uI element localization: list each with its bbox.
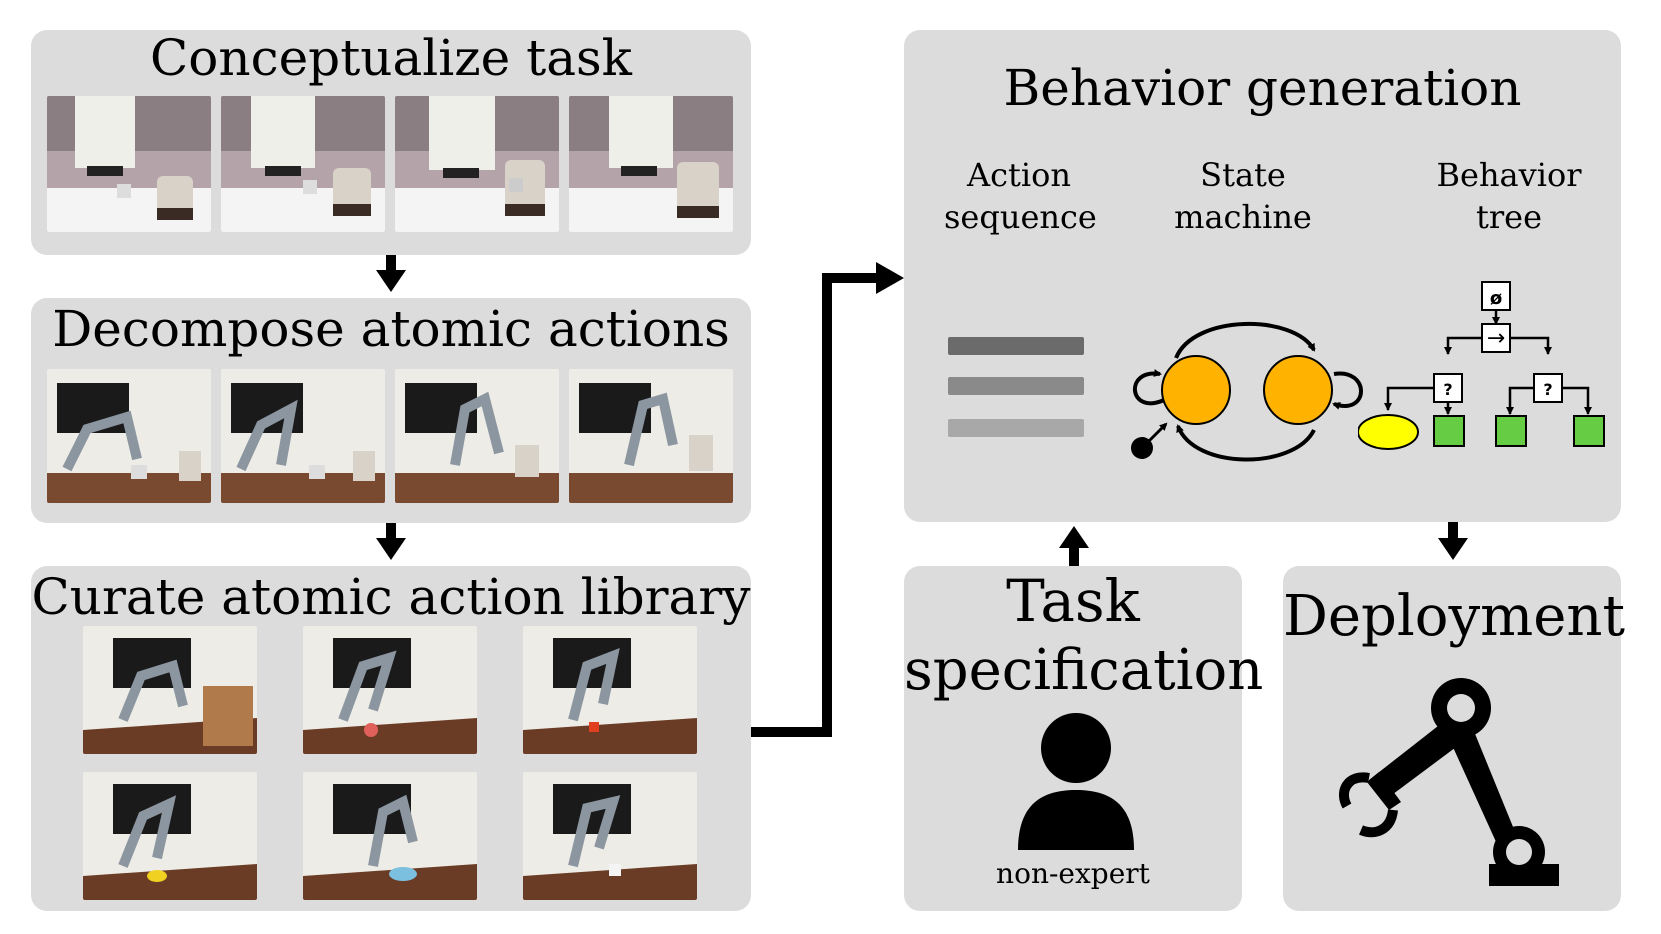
arrow-library-to-behavior (751, 273, 880, 737)
library-frame-2 (303, 626, 477, 754)
decompose-frame-1 (47, 369, 211, 503)
person-icon (1018, 713, 1134, 850)
task-caption: non-expert (996, 857, 1150, 890)
conceptualize-task-panel: Conceptualize task (31, 30, 751, 255)
sequence-bar-1 (948, 337, 1084, 355)
action-node-1 (1433, 415, 1465, 447)
action-sequence-diagram (948, 337, 1084, 437)
col-label-action-sequence: Action sequence (944, 156, 1097, 236)
demo-frame-2 (221, 96, 385, 232)
state-node-2 (1263, 355, 1333, 425)
demo-frame-3 (395, 96, 559, 232)
arrow-conceptualize-to-decompose (386, 255, 396, 273)
behavior-tree-diagram: ø → ? ? (1358, 281, 1605, 450)
deployment-panel: Deployment (1283, 566, 1625, 911)
task-title-line-2: specification (904, 638, 1264, 703)
sequence-node-label: → (1487, 326, 1505, 351)
library-frame-3 (523, 626, 697, 754)
decompose-frame-3 (395, 369, 559, 503)
library-frame-6 (523, 772, 697, 900)
condition-node (1358, 414, 1419, 450)
curate-library-panel: Curate atomic action library (31, 566, 751, 911)
root-node (1481, 281, 1511, 311)
self-loop-right (1332, 371, 1363, 410)
fallback-node-right-label: ? (1543, 380, 1552, 399)
arrow-task-to-behavior (1069, 544, 1079, 566)
conceptualize-task-title: Conceptualize task (150, 29, 632, 87)
arrow-behavior-to-deployment (1448, 522, 1458, 542)
demo-frame-4 (569, 96, 733, 232)
initial-state-dot (1131, 437, 1153, 459)
sequence-bar-2 (948, 377, 1084, 395)
action-node-3 (1573, 415, 1605, 447)
self-loop-left (1133, 369, 1165, 406)
col-label-behavior-tree: Behavior tree (1436, 156, 1582, 236)
behavior-generation-title: Behavior generation (1003, 59, 1522, 117)
decompose-frame-2 (221, 369, 385, 503)
library-frame-1 (83, 626, 257, 754)
arrow-decompose-to-curate (386, 523, 396, 541)
robot-arm-icon (1339, 678, 1559, 886)
deployment-title: Deployment (1283, 584, 1625, 649)
root-node-label: ø (1490, 288, 1502, 309)
transition-bottom (1176, 424, 1316, 462)
sequence-node (1481, 323, 1511, 353)
action-node-2 (1495, 415, 1527, 447)
library-frame-5 (303, 772, 477, 900)
fallback-node-right (1533, 373, 1563, 403)
decompose-frame-4 (569, 369, 733, 503)
task-specification-panel: Task specification non-expert (904, 566, 1264, 911)
decompose-actions-panel: Decompose atomic actions (31, 298, 751, 523)
col-label-state-machine: State machine (1174, 156, 1312, 236)
sequence-bar-3 (948, 419, 1084, 437)
curate-library-title: Curate atomic action library (31, 568, 751, 626)
fallback-node-left (1433, 373, 1463, 403)
fallback-node-left-label: ? (1443, 380, 1452, 399)
state-node-1 (1161, 355, 1231, 425)
task-title-line-1: Task (1006, 567, 1140, 635)
state-machine-diagram (1131, 322, 1363, 462)
decompose-actions-title: Decompose atomic actions (52, 300, 730, 358)
transition-top (1174, 322, 1316, 359)
library-frame-4 (83, 772, 257, 900)
behavior-generation-panel: Behavior generation Action sequence Stat… (904, 30, 1621, 522)
demo-frame-1 (47, 96, 211, 232)
